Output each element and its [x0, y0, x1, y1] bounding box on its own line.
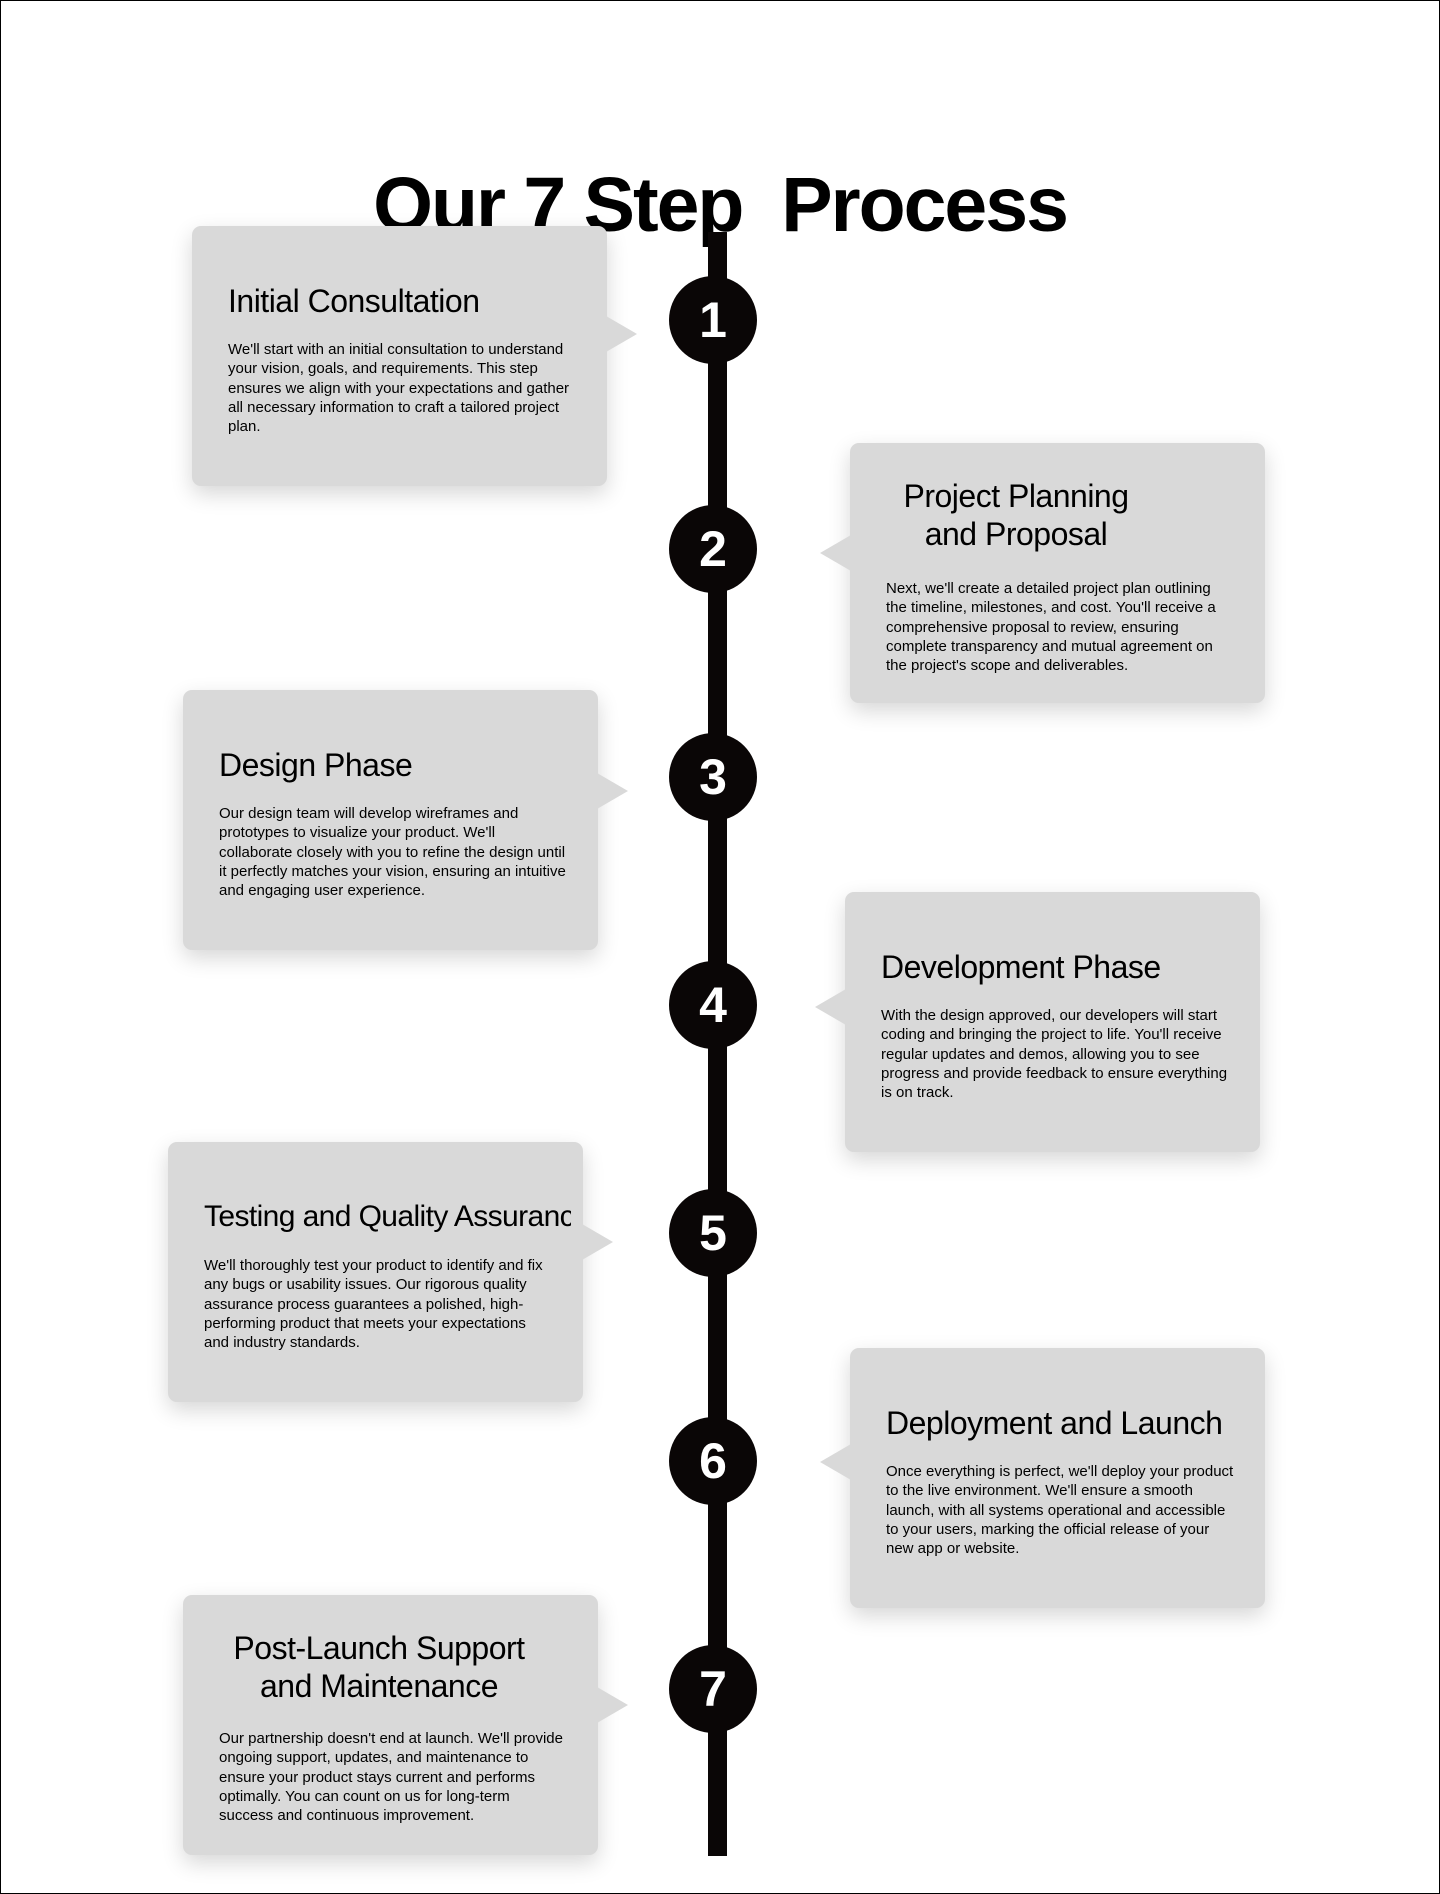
step-marker-6: 6 — [669, 1417, 757, 1505]
step-card-6: Deployment and Launch Once everything is… — [820, 1348, 1265, 1608]
step-title: Project Planning and Proposal — [903, 478, 1129, 552]
step-description: Our partnership doesn't end at launch. W… — [219, 1730, 563, 1825]
card-pointer — [582, 1224, 613, 1260]
step-marker-3: 3 — [669, 733, 757, 821]
step-card-7: Post-Launch Support and Maintenance Our … — [183, 1595, 628, 1855]
step-description: We'll start with an initial consultation… — [228, 341, 570, 436]
step-marker-4: 4 — [669, 961, 757, 1049]
card-pointer — [820, 1444, 851, 1480]
step-description: Our design team will develop wireframes … — [219, 805, 566, 900]
step-description: With the design approved, our developers… — [881, 1007, 1228, 1102]
step-marker-1: 1 — [669, 276, 757, 364]
card-pointer — [606, 316, 637, 352]
step-description: Next, we'll create a detailed project pl… — [886, 580, 1216, 675]
step-title: Deployment and Launch — [886, 1405, 1223, 1441]
card-pointer — [597, 1687, 628, 1723]
card-pointer — [815, 989, 846, 1025]
step-card-5: Testing and Quality Assurance We'll thor… — [168, 1142, 613, 1402]
step-card-2: Project Planning and Proposal Next, we'l… — [820, 443, 1265, 703]
step-marker-5: 5 — [669, 1189, 757, 1277]
step-title: Design Phase — [219, 747, 413, 783]
step-card-1: Initial Consultation We'll start with an… — [192, 226, 637, 486]
step-description: We'll thoroughly test your product to id… — [204, 1257, 543, 1352]
step-marker-2: 2 — [669, 505, 757, 593]
step-card-4: Development Phase With the design approv… — [815, 892, 1260, 1152]
step-card-3: Design Phase Our design team will develo… — [183, 690, 628, 950]
step-description: Once everything is perfect, we'll deploy… — [886, 1463, 1234, 1558]
step-title: Development Phase — [881, 949, 1161, 985]
step-title: Testing and Quality Assurance — [204, 1200, 571, 1233]
step-title: Post-Launch Support and Maintenance — [233, 1630, 525, 1704]
card-pointer — [597, 773, 628, 809]
card-pointer — [820, 535, 851, 571]
step-marker-7: 7 — [669, 1645, 757, 1733]
step-title: Initial Consultation — [228, 283, 480, 319]
